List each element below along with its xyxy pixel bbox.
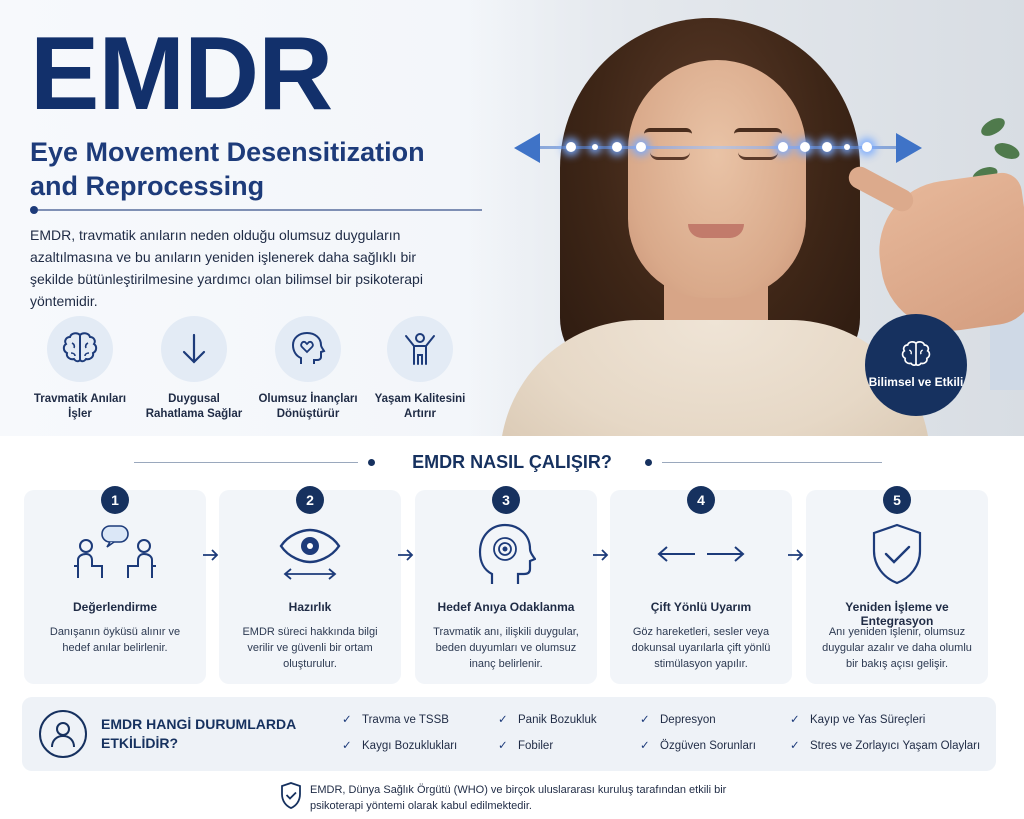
divider-dot bbox=[30, 206, 38, 214]
feature-label: Yaşam Kalitesini Artırır bbox=[374, 393, 466, 420]
step-description: Danışanın öyküsü alınır ve hedef anılar … bbox=[49, 626, 181, 654]
step-number: 5 bbox=[883, 486, 911, 514]
section-divider-left bbox=[134, 462, 358, 463]
eyebrow-right bbox=[734, 128, 782, 134]
closed-eye-left bbox=[650, 152, 690, 160]
check-icon: ✓ bbox=[790, 740, 800, 752]
condition-item: ✓Özgüven Sorunları bbox=[640, 740, 756, 752]
light-dot bbox=[800, 142, 810, 152]
effective-conditions-panel: EMDR HANGİ DURUMLARDA ETKİLİDİR? ✓Travma… bbox=[22, 697, 996, 771]
step-description: EMDR süreci hakkında bilgi verilir ve gü… bbox=[242, 626, 378, 670]
light-dot bbox=[636, 142, 646, 152]
step-name: Hazırlık bbox=[288, 600, 332, 614]
arrow-left-icon bbox=[514, 133, 540, 163]
light-dot bbox=[822, 142, 832, 152]
divider-line bbox=[38, 209, 482, 211]
check-icon: ✓ bbox=[640, 740, 650, 752]
head-target-icon bbox=[415, 520, 597, 588]
eyebrow-left bbox=[644, 128, 692, 134]
arrow-down-icon bbox=[161, 316, 227, 382]
light-dot bbox=[566, 142, 576, 152]
closed-eye-right bbox=[738, 152, 778, 160]
condition-item: ✓Travma ve TSSB bbox=[342, 714, 449, 726]
arrow-right-icon bbox=[398, 549, 414, 561]
light-dot bbox=[862, 142, 872, 152]
step-name: Değerlendirme bbox=[72, 600, 158, 614]
condition-item: ✓Panik Bozukluk bbox=[498, 714, 597, 726]
step-name: Hedef Anıya Odaklanma bbox=[437, 600, 575, 614]
section-divider-dot bbox=[368, 459, 375, 466]
woman-mouth bbox=[688, 224, 744, 238]
bidirectional-arrows-icon bbox=[610, 520, 792, 588]
check-icon: ✓ bbox=[498, 714, 508, 726]
step-number: 2 bbox=[296, 486, 324, 514]
step-number: 1 bbox=[101, 486, 129, 514]
badge-text: Bilimsel ve Etkili bbox=[868, 375, 964, 389]
light-dot bbox=[778, 142, 788, 152]
woman-sweater bbox=[500, 320, 930, 436]
condition-item: ✓Kayıp ve Yas Süreçleri bbox=[790, 714, 926, 726]
check-icon: ✓ bbox=[342, 740, 352, 752]
step-number: 4 bbox=[687, 486, 715, 514]
feature-life-quality: Yaşam Kalitesini Artırır bbox=[364, 316, 476, 422]
condition-item: ✓Fobiler bbox=[498, 740, 554, 752]
check-icon: ✓ bbox=[640, 714, 650, 726]
light-dot bbox=[844, 144, 850, 150]
step-card-2: 2 Hazırlık EMDR süreci hakkında bilgi ve… bbox=[219, 486, 401, 684]
how-it-works-title: EMDR NASIL ÇALIŞIR? bbox=[412, 452, 612, 472]
footer-text: EMDR, Dünya Sağlık Örgütü (WHO) ve birço… bbox=[310, 784, 727, 812]
step-card-1: 1 Değerlendirme Danışanın öyküsü alınır … bbox=[24, 486, 206, 684]
shield-check-icon bbox=[281, 782, 301, 809]
light-beam bbox=[540, 146, 900, 149]
arrow-right-icon bbox=[788, 549, 804, 561]
condition-item: ✓Stres ve Zorlayıcı Yaşam Olayları bbox=[790, 740, 981, 752]
head-heart-icon bbox=[275, 316, 341, 382]
condition-item: ✓Depresyon bbox=[640, 714, 716, 726]
page-title: EMDR bbox=[30, 16, 333, 132]
feature-label: Olumsuz İnançları Dönüştürür bbox=[258, 393, 358, 420]
section-divider-dot bbox=[645, 459, 652, 466]
feature-label: Travmatik Anıları İşler bbox=[33, 393, 127, 420]
feature-traumatic-memories: Travmatik Anıları İşler bbox=[24, 316, 136, 422]
step-description: Anı yeniden işlenir, olumsuz duygular az… bbox=[822, 626, 972, 670]
arrow-right-icon bbox=[593, 549, 609, 561]
step-number: 3 bbox=[492, 486, 520, 514]
conversation-icon bbox=[24, 520, 206, 588]
eye-icon bbox=[219, 520, 401, 588]
step-description: Travmatik anı, ilişkili duygular, beden … bbox=[433, 626, 579, 670]
step-card-4: 4 Çift Yönlü Uyarım Göz hareketleri, ses… bbox=[610, 486, 792, 684]
hero-description: EMDR, travmatik anıların neden olduğu ol… bbox=[30, 227, 423, 309]
brain-icon bbox=[901, 341, 931, 367]
step-card-3: 3 Hedef Anıya Odaklanma Travmatik anı, i… bbox=[415, 486, 597, 684]
step-description: Göz hareketleri, sesler veya dokunsal uy… bbox=[631, 626, 771, 670]
section-divider-right bbox=[662, 462, 882, 463]
step-name: Yeniden İşleme ve Entegrasyon bbox=[845, 600, 949, 628]
light-dot bbox=[592, 144, 598, 150]
condition-item: ✓Kaygı Bozuklukları bbox=[342, 740, 458, 752]
arrow-right-icon bbox=[896, 133, 922, 163]
effective-title: EMDR HANGİ DURUMLARDA ETKİLİDİR? bbox=[101, 716, 296, 751]
feature-emotional-relief: Duygusal Rahatlama Sağlar bbox=[138, 316, 250, 422]
light-dot bbox=[612, 142, 622, 152]
person-raised-arms-icon bbox=[387, 316, 453, 382]
check-icon: ✓ bbox=[342, 714, 352, 726]
scientific-badge: Bilimsel ve Etkili bbox=[865, 314, 967, 416]
check-icon: ✓ bbox=[790, 714, 800, 726]
arrow-right-icon bbox=[203, 549, 219, 561]
brain-icon bbox=[47, 316, 113, 382]
page-subtitle: Eye Movement Desensitization and Reproce… bbox=[30, 137, 425, 201]
person-icon bbox=[39, 710, 87, 758]
check-icon: ✓ bbox=[498, 740, 508, 752]
woman-face bbox=[628, 60, 806, 298]
step-card-5: 5 Yeniden İşleme ve Entegrasyon Anı yeni… bbox=[806, 486, 988, 684]
feature-label: Duygusal Rahatlama Sağlar bbox=[145, 393, 243, 420]
hero-section: EMDR Eye Movement Desensitization and Re… bbox=[0, 0, 1024, 436]
step-name: Çift Yönlü Uyarım bbox=[650, 600, 752, 614]
shield-check-icon bbox=[806, 520, 988, 588]
feature-transform-beliefs: Olumsuz İnançları Dönüştürür bbox=[252, 316, 364, 422]
footer-note: EMDR, Dünya Sağlık Örgütü (WHO) ve birço… bbox=[280, 780, 760, 814]
